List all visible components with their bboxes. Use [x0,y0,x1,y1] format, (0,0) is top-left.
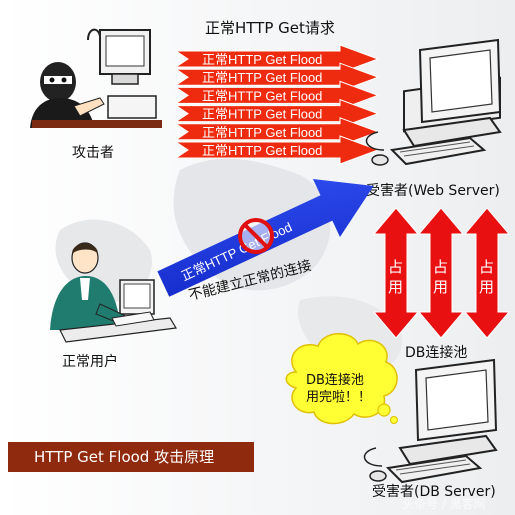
flood-arrow-label: 正常HTTP Get Flood [202,125,322,140]
db-server-computer [363,358,498,484]
occupied-arrow [372,207,420,339]
db-pool-exhausted-bubble: DB连接池 用完啦！！ [285,333,398,425]
bubble-text-line2: 用完啦！！ [306,390,371,405]
occupied-arrow-label: 用 [388,278,403,296]
attacker-illustration [30,28,162,128]
caption-box: HTTP Get Flood 攻击原理 [8,442,254,472]
db-pool-label: DB连接池 [405,344,467,361]
victim-db-label: 受害者(DB Server) [372,484,496,500]
flood-arrow-label: 正常HTTP Get Flood [202,143,322,158]
attacker-label: 攻击者 [72,145,114,161]
flood-arrow-label: 正常HTTP Get Flood [202,52,322,67]
occupied-arrow-label: 占 [479,258,494,276]
flood-arrow-label: 正常HTTP Get Flood [202,70,322,85]
watermark: 头条号 / 黑客网 [402,496,486,511]
victim-web-label: 受害者(Web Server) [366,183,500,199]
occupied-arrow [417,207,465,339]
occupied-arrow-label: 占 [433,258,448,276]
normal-user-label: 正常用户 [62,353,118,370]
caption-text: HTTP Get Flood 攻击原理 [34,448,215,466]
occupied-arrow-label: 用 [433,278,448,296]
top-title: 正常HTTP Get请求 [205,19,335,37]
occupied-arrow [463,207,511,339]
occupied-arrow-label: 占 [388,258,403,276]
web-server-computer [365,38,502,166]
normal-user-illustration [50,242,177,343]
flood-arrow [174,135,380,165]
flood-arrow-group: 正常HTTP Get Flood 正常HTTP Get Flood 正常HTTP G… [174,44,380,165]
flood-arrow-label: 正常HTTP Get Flood [202,107,322,122]
occupied-arrow-label: 用 [479,278,494,296]
no-entry-icon [238,218,274,254]
flood-arrow-label: 正常HTTP Get Flood [202,88,322,103]
bubble-text-line1: DB连接池 [306,372,364,388]
